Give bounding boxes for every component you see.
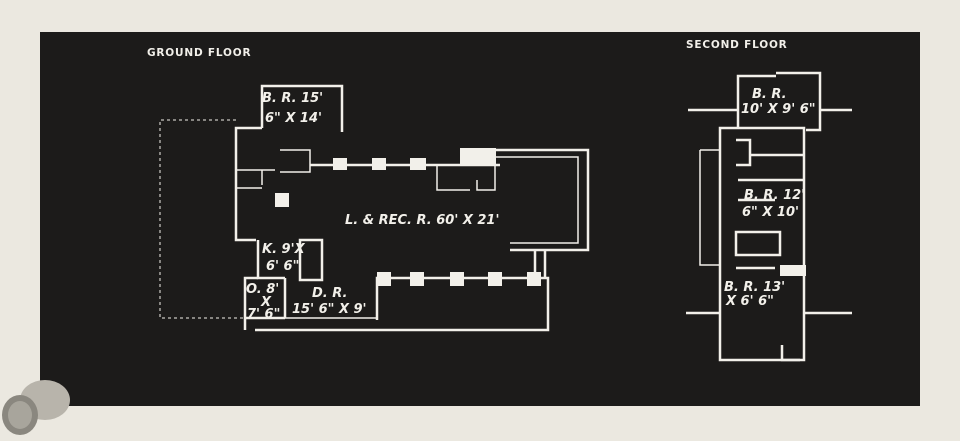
stair-landing	[780, 265, 806, 276]
east-inner-wall	[496, 156, 579, 244]
bedroom-2-size-label: 6" X 10'	[742, 205, 799, 220]
bedroom-1-label: B. R.	[752, 87, 787, 102]
bedroom-size-label: 6" X 14'	[265, 111, 322, 126]
bedroom-label: B. R. 15'	[262, 91, 323, 106]
window	[488, 272, 502, 286]
bedroom-1-size-label: 10' X 9' 6"	[741, 102, 816, 117]
chimney	[275, 193, 289, 207]
stair-wall	[780, 345, 800, 362]
fireplace	[460, 148, 496, 166]
window	[527, 272, 541, 286]
terrace-outline	[159, 119, 247, 319]
window	[333, 158, 347, 170]
west-wall	[234, 126, 262, 242]
window	[377, 272, 391, 286]
east-wall	[496, 148, 590, 252]
bedroom-3-size-label: X 6' 6"	[725, 294, 774, 309]
second-floor-title: SECOND FLOOR	[686, 39, 788, 51]
dining-size-label: 15' 6" X 9'	[292, 302, 367, 317]
second-floor-plan: SECOND FLOOR B. R. 10' X 9' 6" B. R. 12'…	[686, 39, 852, 362]
bedroom-2-label: B. R. 12'	[744, 188, 805, 203]
bedroom-3-label: B. R. 13'	[724, 280, 785, 295]
office-label: O. 8'	[246, 282, 279, 297]
window	[450, 272, 464, 286]
living-room-label: L. & REC. R. 60' X 21'	[345, 213, 499, 228]
ground-floor-title: GROUND FLOOR	[147, 47, 251, 59]
dining-label: D. R.	[312, 286, 347, 301]
office-x-label: X	[260, 295, 272, 310]
kitchen-size-label: 6' 6"	[266, 259, 299, 274]
pushpin-icon	[2, 380, 70, 435]
second-floor-outer-wall	[718, 126, 806, 362]
second-floor-inner-walls	[736, 138, 804, 202]
window	[410, 158, 426, 170]
blueprint-board	[40, 32, 920, 406]
fireplace-walls	[436, 160, 496, 191]
west-balcony	[699, 149, 720, 266]
kitchen-label: K. 9'X	[262, 242, 306, 257]
office-walls	[243, 276, 287, 330]
bath-walls-upper	[734, 230, 782, 270]
ground-floor-plan: GROUND FLOOR B. R. 15' 6" X 14' L. & REC…	[147, 47, 590, 332]
bath-walls	[236, 149, 311, 189]
bedroom-wall	[260, 84, 344, 132]
office-size-label: 7' 6"	[247, 307, 280, 322]
window	[372, 158, 386, 170]
window	[410, 272, 424, 286]
living-south-wall	[255, 276, 550, 332]
